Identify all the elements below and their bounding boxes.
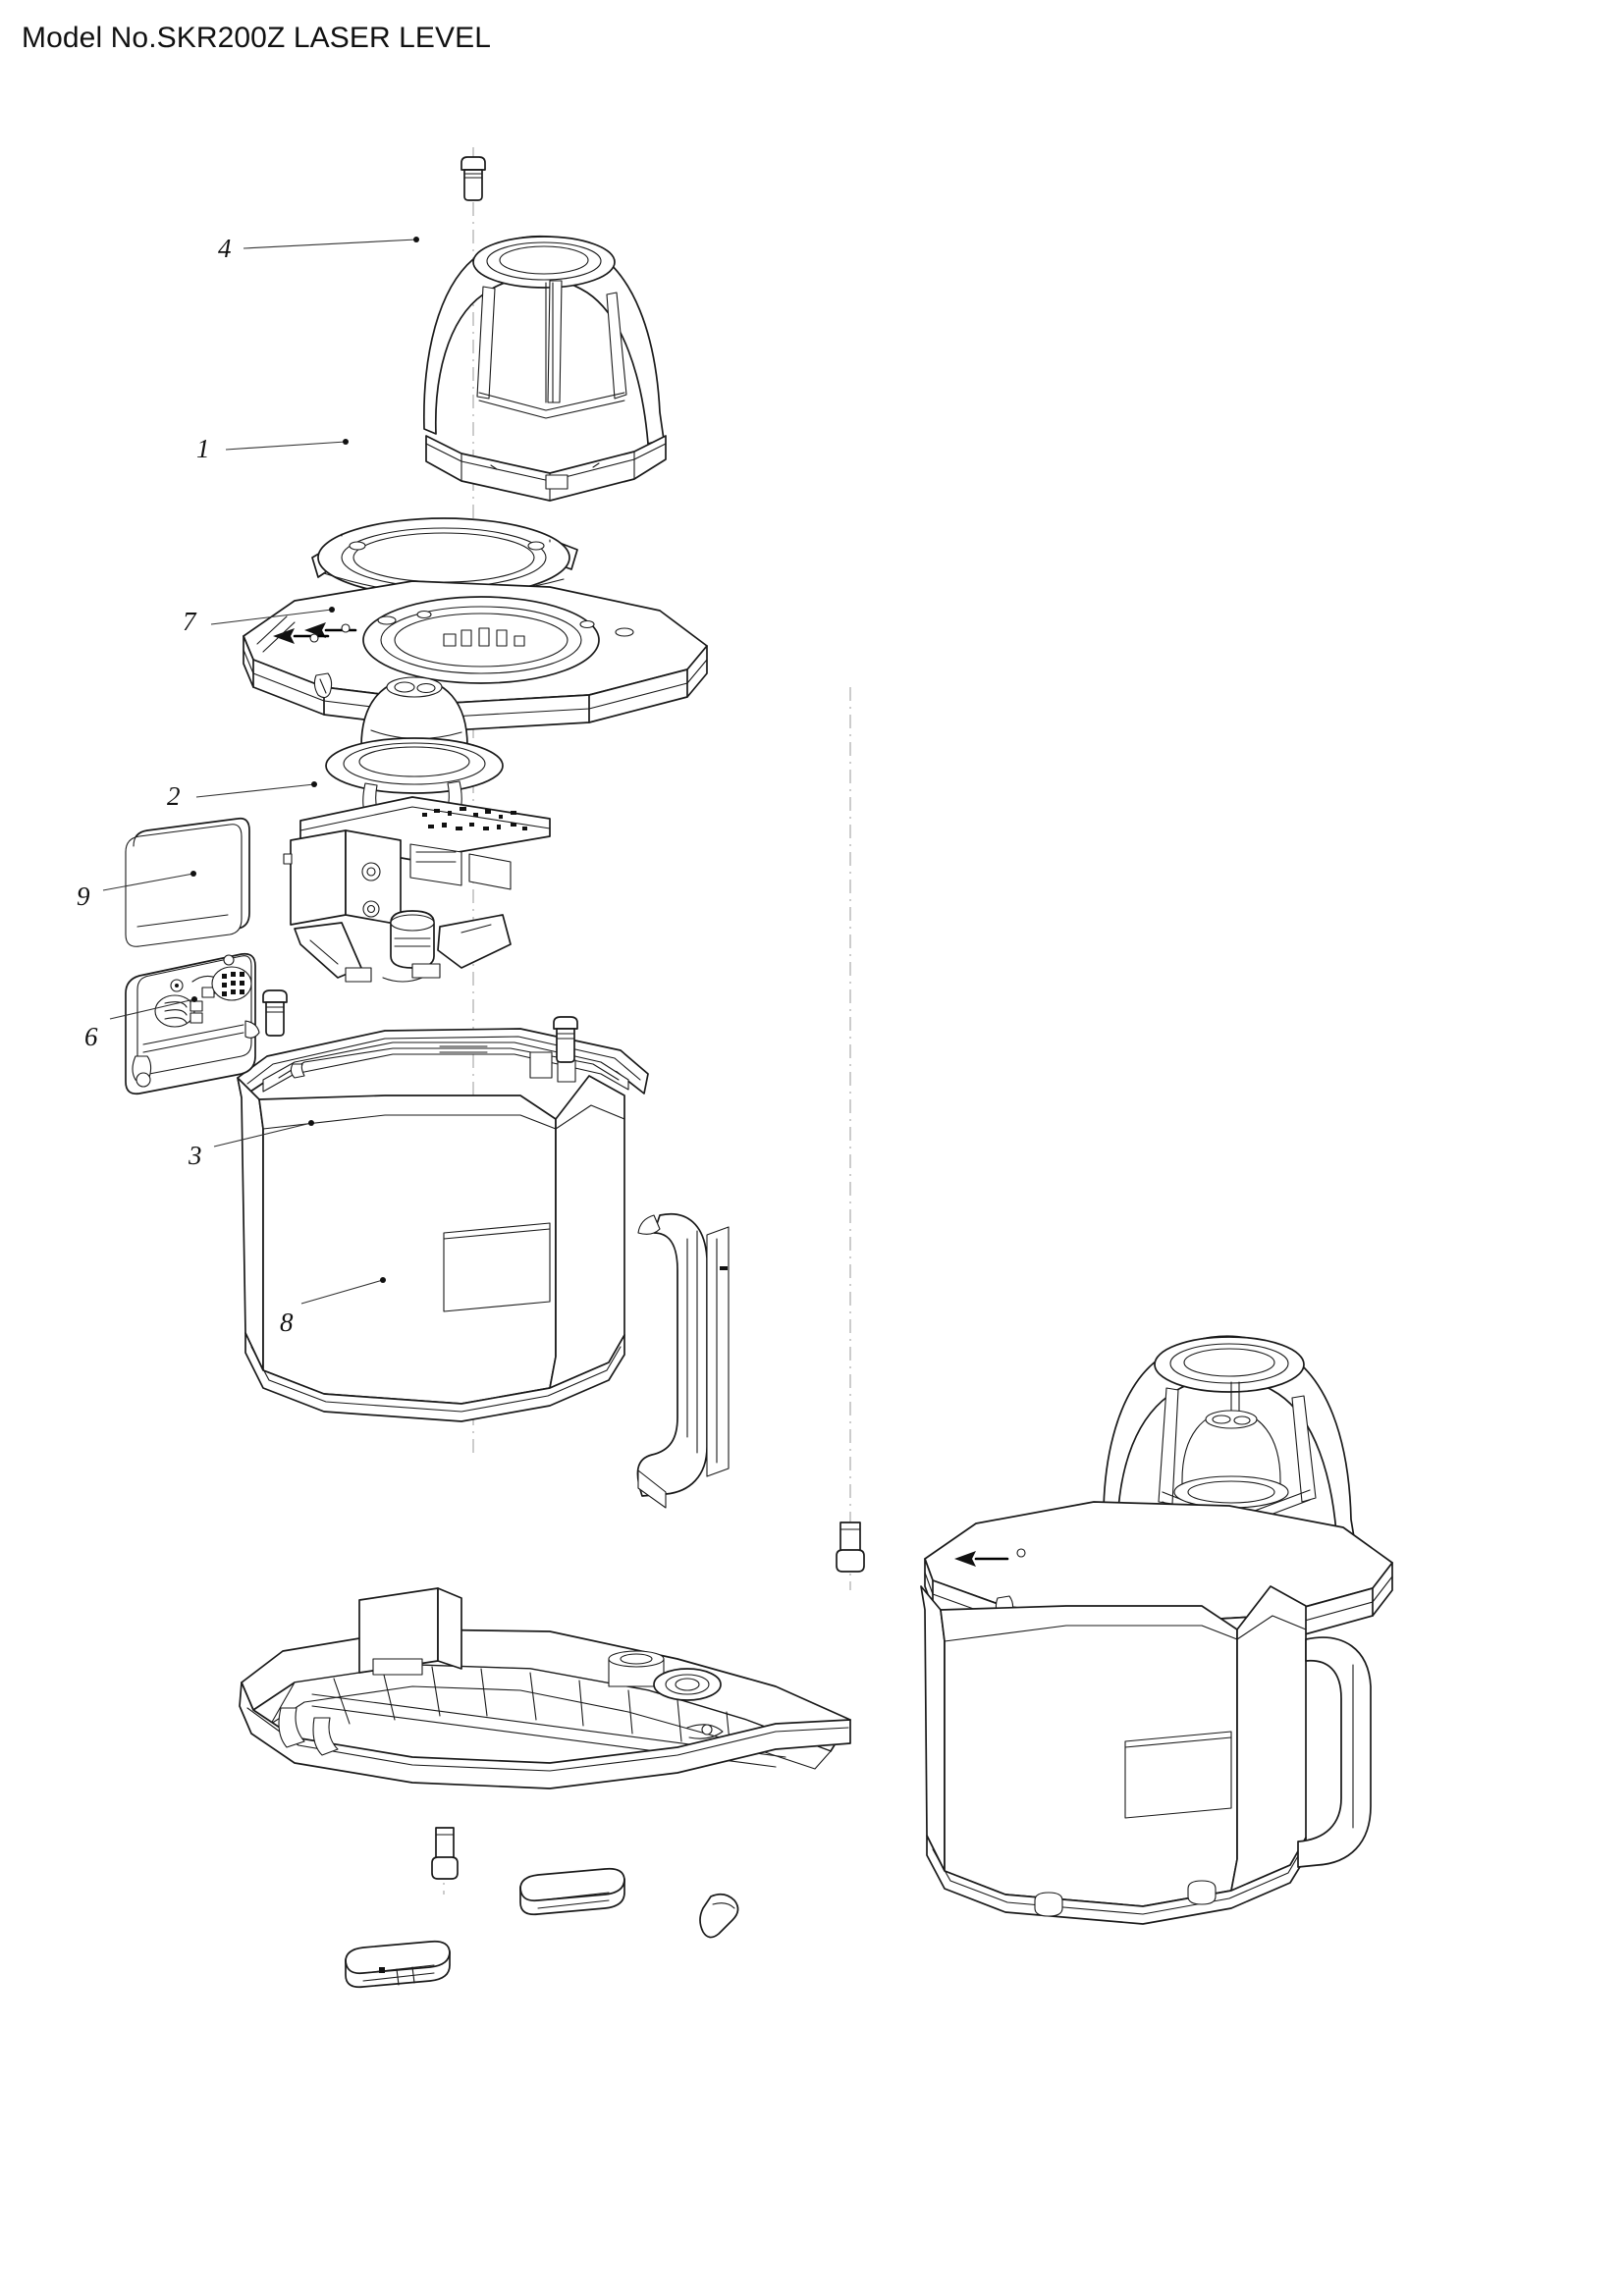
- callout-9: 9: [77, 881, 90, 911]
- handle-screw-lower: [836, 1522, 865, 1573]
- handle-screw-right: [553, 1016, 578, 1063]
- callout-leaders: [102, 237, 419, 1305]
- part-protective-cage-dome-cover: [423, 235, 667, 502]
- callout-7: 7: [183, 607, 196, 636]
- callout-2: 2: [167, 781, 181, 811]
- callout-1: 1: [196, 434, 210, 463]
- part-base-plate: [239, 1587, 851, 1789]
- callout-8: 8: [280, 1308, 294, 1337]
- part-battery-compartment-door: [125, 952, 260, 1095]
- callout-4: 4: [218, 234, 232, 263]
- part-side-label-plate: [125, 817, 250, 947]
- part-gasket-ring-plate: [311, 517, 578, 598]
- part-rubber-foot-pad-lower: [345, 1940, 451, 1989]
- assembled-unit: [920, 1335, 1393, 1925]
- base-screw: [431, 1827, 459, 1880]
- page-title: Model No.SKR200Z LASER LEVEL: [22, 22, 492, 54]
- top-dome-screw: [460, 156, 486, 201]
- door-screw: [262, 989, 288, 1037]
- contact-grid: [222, 972, 244, 996]
- part-rubber-foot-pad-upper: [519, 1867, 625, 1916]
- callout-6: 6: [84, 1022, 98, 1051]
- part-octagonal-top-bezel: [243, 580, 708, 731]
- part-corner-bumper: [699, 1893, 739, 1939]
- part-rotating-laser-head-module: [283, 676, 551, 983]
- pcb-components: [422, 807, 527, 830]
- part-main-housing-body: [237, 1028, 649, 1422]
- callout-3: 3: [189, 1141, 202, 1170]
- assembled-direction-arrow-marks: [954, 1548, 1026, 1567]
- direction-arrow-marks: [273, 622, 357, 644]
- part-handle: [636, 1213, 730, 1509]
